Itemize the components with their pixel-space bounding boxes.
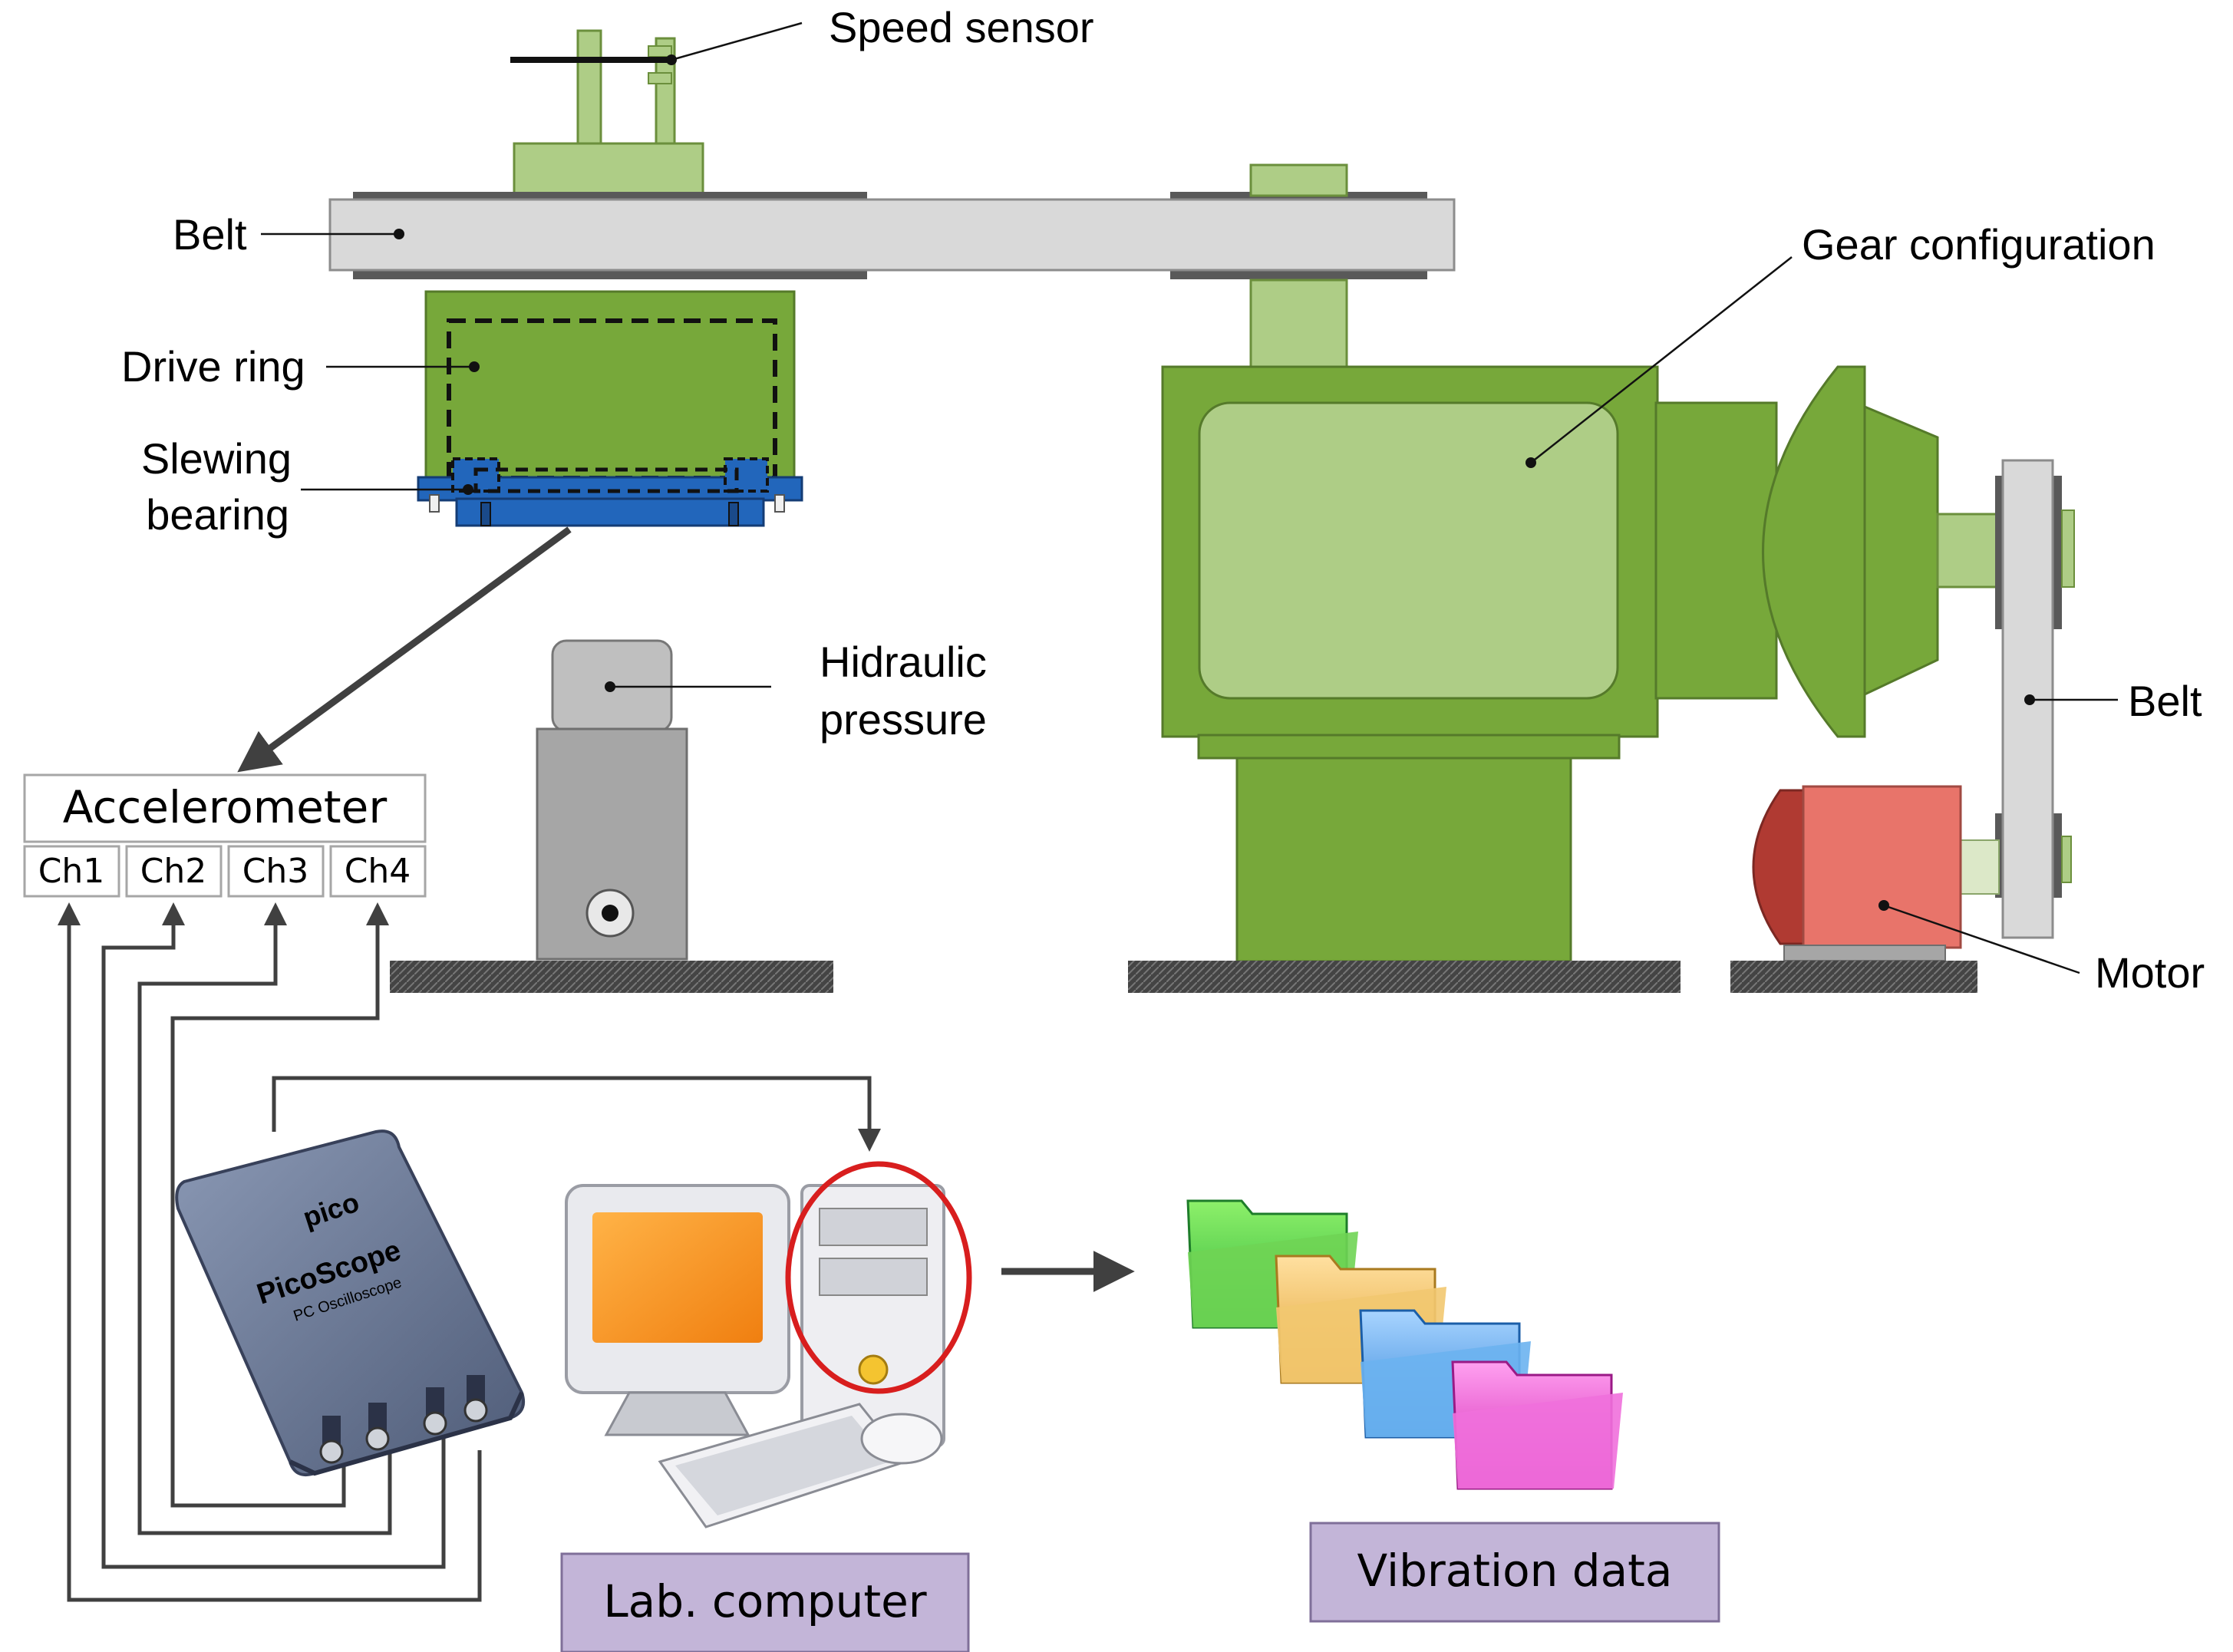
picoscope-device: pico PicoScope PC Oscilloscope [175, 1129, 526, 1477]
channel-box-3 [227, 845, 325, 898]
channel-box-4 [329, 845, 427, 898]
folder-icon [1451, 1360, 1623, 1490]
vibration-data-label: Vibration data [1357, 1545, 1673, 1597]
vibration-data-folders [1186, 1199, 1623, 1490]
gear-configuration-label: Gear configuration [1802, 220, 2155, 269]
top-belt [328, 163, 1456, 279]
belt-label-right: Belt [2128, 677, 2202, 725]
drive-ring [424, 290, 796, 489]
channel-label-2: Ch2 [140, 852, 207, 891]
leader-dots [394, 54, 2035, 911]
hydraulic-label-line1: Hidraulic [820, 638, 987, 686]
accelerometer-block: Accelerometer Ch1 Ch2 Ch3 Ch4 [23, 773, 427, 898]
channel-label-4: Ch4 [345, 852, 411, 891]
speed-sensor-assembly [510, 29, 704, 195]
accelerometer-title: Accelerometer [63, 781, 388, 833]
leader-lines [261, 21, 2118, 974]
vibration-data-caption: Vibration data [1309, 1522, 1720, 1623]
slewing-bearing-label-line1: Slewing [141, 434, 292, 483]
channel-label-1: Ch1 [38, 852, 105, 891]
hydraulic-cylinder [390, 639, 833, 993]
hydraulic-label-line2: pressure [820, 695, 987, 744]
channel-cables [58, 902, 881, 1602]
bearing-to-accelerometer-arrow [237, 526, 572, 773]
speed-sensor-label: Speed sensor [829, 3, 1094, 51]
lab-computer-caption: Lab. computer [560, 1552, 970, 1652]
lab-computer-illustration [565, 1161, 972, 1528]
lab-computer-label: Lab. computer [603, 1575, 926, 1627]
slewing-bearing [417, 457, 803, 527]
drive-ring-label: Drive ring [121, 342, 305, 391]
motor [1730, 785, 1977, 993]
channel-box-2 [125, 845, 223, 898]
motor-label: Motor [2095, 948, 2205, 997]
belt-label-top: Belt [173, 210, 247, 259]
channel-box-1 [23, 845, 120, 898]
gear-configuration [1128, 279, 2016, 993]
computer-highlight-circle [785, 1161, 972, 1394]
channel-label-3: Ch3 [242, 852, 309, 891]
slewing-bearing-label-line2: bearing [146, 490, 289, 539]
